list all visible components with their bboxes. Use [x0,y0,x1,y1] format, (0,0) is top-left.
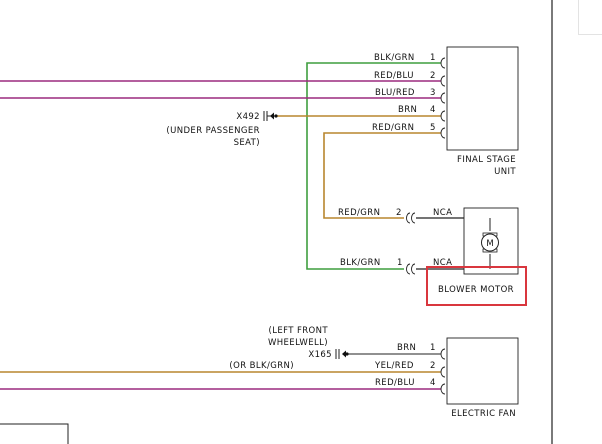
nca-2: NCA [433,208,452,218]
alt-color-note: (OR BLK/GRN) [229,361,294,371]
wire-blk-grn [306,62,441,270]
electric-fan-label: ELECTRIC FAN [451,409,516,419]
final-stage-connector [440,57,446,139]
label-fan-brn: BRN [397,343,416,353]
final-stage-label-line1: FINAL STAGE [457,155,516,165]
ground-x165-location-line2: WHEELWELL) [268,338,328,348]
electric-fan-box [446,337,519,405]
pin-fan-4: 4 [430,378,435,388]
label-blower-red-grn: RED/GRN [338,208,380,218]
final-stage-label-line2: UNIT [494,167,516,177]
pin-1: 1 [430,53,435,63]
pin-4: 4 [430,105,435,115]
fan-connector [440,348,446,395]
blower-motor-label: BLOWER MOTOR [438,285,514,295]
ground-x165-id: X165 [308,350,332,360]
pin-blower-1: 1 [397,258,402,268]
pin-fan-1: 1 [430,343,435,353]
pin-fan-2: 2 [430,361,435,371]
pin-3: 3 [430,88,435,98]
ground-x165-symbol [335,349,349,359]
label-brn: BRN [398,105,417,115]
blower-motor-box [463,207,519,275]
partial-box-bottom-left [0,423,69,444]
label-red-blu: RED/BLU [374,71,414,81]
ground-x492-id: X492 [236,112,260,122]
label-fan-yel-red: YEL/RED [374,361,414,371]
label-fan-red-blu: RED/BLU [375,378,415,388]
motor-symbol: M [486,239,493,249]
wire-red-grn [323,132,441,219]
blower-connector [406,212,416,275]
nca-1: NCA [433,258,452,268]
final-stage-unit-box [446,46,519,151]
label-blk-grn: BLK/GRN [374,53,415,63]
ground-x492-location-line1: (UNDER PASSENGER [166,126,260,136]
side-panel-edge [578,0,602,35]
highlight-box [426,266,527,306]
label-red-grn: RED/GRN [372,123,414,133]
ground-x492-symbol [263,111,278,121]
pin-blower-2: 2 [396,208,401,218]
label-blower-blk-grn: BLK/GRN [340,258,381,268]
motor-icon [481,232,499,253]
ground-x165-location-line1: (LEFT FRONT [269,326,329,336]
pin-5: 5 [430,123,435,133]
ground-x492-location-line2: SEAT) [234,138,260,148]
label-blu-red: BLU/RED [375,88,415,98]
pin-2: 2 [430,71,435,81]
